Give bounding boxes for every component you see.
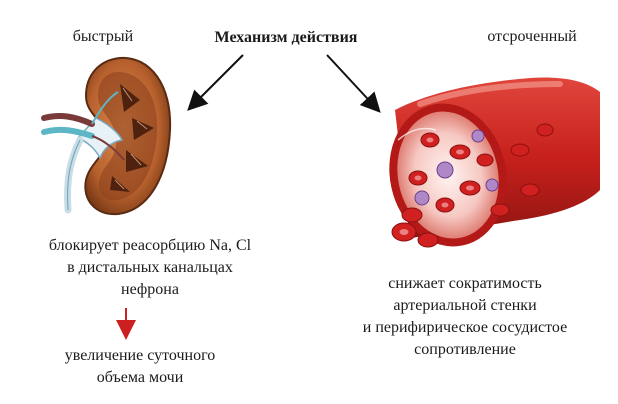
fast-description-line: блокирует реасорбцию Na, Cl — [48, 237, 252, 254]
fast-label: быстрый — [72, 28, 134, 45]
fast-mechanism-description: блокирует реасорбцию Na, Cl в дистальных… — [0, 235, 300, 301]
fast-description-line: нефрона — [121, 281, 179, 298]
fast-result-line: объема мочи — [96, 369, 184, 386]
delayed-mechanism-description: снижает сократимость артериальной стенки… — [320, 273, 610, 361]
fast-description-line: в дистальных канальцах — [67, 259, 233, 276]
blood-vessel-illustration — [389, 77, 600, 248]
arrow-to-vessel — [326, 54, 381, 113]
arrow-to-kidney — [187, 54, 244, 111]
delayed-description-line: снижает сократимость — [388, 275, 542, 292]
diagram-title: Механизм действия — [214, 29, 358, 46]
delayed-description-line: артериальной стенки — [393, 297, 537, 314]
kidney-illustration — [41, 56, 172, 216]
fast-mechanism-result: увеличение суточного объема мочи — [20, 345, 260, 389]
delayed-label: отсроченный — [487, 28, 577, 45]
delayed-description-line: и перифирическое сосудистое — [362, 319, 568, 336]
fast-result-line: увеличение суточного — [64, 347, 216, 364]
delayed-description-line: сопротивление — [414, 341, 516, 358]
